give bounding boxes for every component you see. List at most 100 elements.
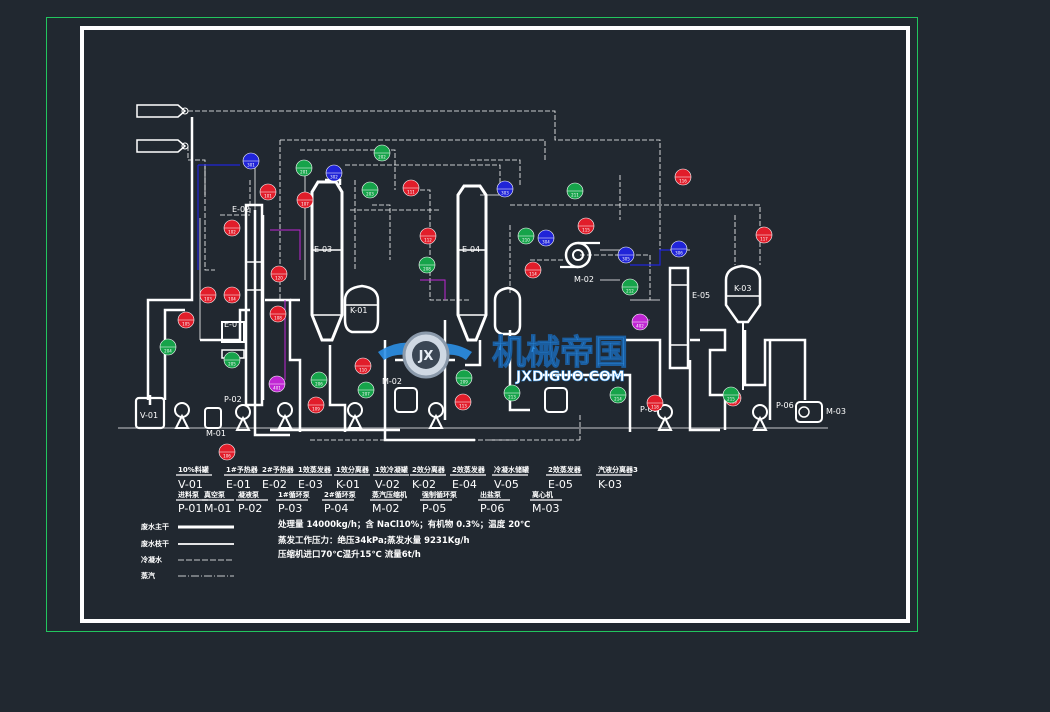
separator-k02 (493, 286, 522, 336)
equipment-name: 1#循环泵 (278, 490, 310, 499)
equipment-name: 10%料罐 (178, 465, 209, 474)
instrument-tag-text: 201 (300, 170, 308, 175)
instrument-tag-text: 107 (301, 202, 309, 207)
pump-p04 (347, 402, 363, 429)
red-instrument-bubble: 109 (307, 396, 325, 414)
equipment-code: P-04 (324, 502, 348, 515)
red-instrument-bubble: 118 (646, 394, 664, 412)
compressor-m02 (560, 241, 600, 269)
legend-label-main: 废水主干 (141, 522, 169, 531)
equipment-name: 1效蒸发器 (298, 465, 332, 474)
equipment-name: 1#予热器 (226, 465, 259, 474)
preheater-e02 (244, 203, 264, 407)
tag-e05-label: E-05 (692, 291, 710, 300)
equipment-code: M-03 (532, 502, 559, 515)
equipment-name: 真空泵 (204, 490, 225, 499)
instrument-tag-text: 116 (679, 179, 687, 184)
tank-v02 (394, 387, 418, 413)
instrument-tag-text: 206 (315, 382, 323, 387)
instrument-tag-text: 115 (582, 228, 590, 233)
equipment-code: E-05 (548, 478, 573, 491)
evaporator-e05 (668, 266, 690, 370)
process-notes: 处理量 14000kg/h；含 NaCl10%；有机物 0.3%；温度 20℃ … (277, 519, 530, 560)
instrument-tag-text: 109 (312, 407, 320, 412)
tag-p06-label: P-06 (640, 405, 658, 414)
watermark-badge: JX (418, 349, 434, 364)
instrument-tag-text: 110 (359, 368, 367, 373)
watermark-logo: JX 机械帝国 JXDIGUO.COM (378, 331, 629, 385)
tag-e02-label: E-02 (232, 205, 250, 214)
instrument-tag-text: 305 (622, 257, 630, 262)
equipment-name: 强制循环泵 (422, 490, 457, 499)
green-instrument-bubble: 215 (722, 386, 740, 404)
instrument-tag-text: 402 (636, 324, 644, 329)
red-instrument-bubble: 105 (177, 311, 195, 329)
red-instrument-bubble: 113 (454, 393, 472, 411)
watermark-en: JXDIGUO.COM (515, 369, 625, 385)
green-instrument-bubble: 214 (609, 386, 627, 404)
outer-frame (46, 17, 918, 632)
tag-v01-label: V-01 (140, 411, 158, 420)
blue-instrument-bubble: 301 (242, 152, 260, 170)
red-instrument-bubble: 114 (524, 261, 542, 279)
tag-m03-label: M-03 (826, 407, 846, 416)
instrument-tag-text: 103 (204, 297, 212, 302)
instrument-tag-text: 304 (542, 240, 550, 245)
pump-p05 (428, 402, 444, 429)
note-line-2: 蒸发工作压力：绝压34kPa;蒸发水量 9231Kg/h (278, 535, 470, 546)
legend-label-steam: 蒸汽 (141, 571, 155, 580)
pump-p07 (752, 404, 768, 431)
equipment-name: 凝液泵 (238, 490, 259, 499)
watermark-cn: 机械帝国 (492, 333, 628, 373)
instrument-tag-text: 205 (228, 362, 236, 367)
equipment-name: 1效分离器 (336, 465, 370, 474)
tag-p07-label: P-06 (776, 401, 794, 410)
red-instrument-bubble: 107 (296, 191, 314, 209)
instrument-tag-text: 207 (362, 392, 370, 397)
pump-p06 (657, 404, 673, 431)
green-instrument-bubble: 205 (223, 351, 241, 369)
separator-k03 (724, 264, 762, 390)
equipment-table-cell: 凝液泵 P-02 (236, 490, 268, 515)
equipment (134, 104, 823, 431)
equipment-code: V-05 (494, 478, 519, 491)
feed-plug-e105 (136, 139, 189, 153)
red-instrument-bubble: 102 (223, 219, 241, 237)
tag-k03-label: K-03 (734, 284, 751, 293)
instrument-tag-text: 401 (273, 386, 281, 391)
red-instrument-bubble: 117 (755, 226, 773, 244)
tag-e03-label: E-03 (314, 245, 332, 254)
equipment-code: P-01 (178, 502, 202, 515)
equipment-table-cell: 10%料罐V-01 (176, 465, 212, 491)
tag-p02-label: P-02 (224, 395, 242, 404)
note-line-3: 压缩机进口70℃温升15℃ 流量6t/h (278, 549, 421, 560)
equipment-code: P-06 (480, 502, 504, 515)
feed-plug-pump (136, 104, 189, 118)
preheater-e01 (221, 321, 245, 343)
green-instrument-bubble: 201 (295, 159, 313, 177)
equipment-tag-labels: E-02 E-0 E-03 K-01 M-02 E-04 M-02 E-05 K… (140, 205, 846, 438)
feed-label-pump: 进料泵 (140, 108, 158, 116)
red-instrument-bubble: 112 (419, 227, 437, 245)
instrument-tag-text: 210 (522, 238, 530, 243)
equipment-code: P-02 (238, 502, 262, 515)
instrument-tag-text: 302 (330, 175, 338, 180)
evaporator-e04 (456, 184, 488, 342)
green-instrument-bubble: 207 (357, 381, 375, 399)
equipment-name: 1效冷凝罐 (375, 465, 408, 474)
equipment-name: 离心机 (532, 490, 553, 499)
blue-instrument-bubble: 302 (325, 164, 343, 182)
equipment-name: 2#循环泵 (324, 490, 356, 499)
equipment-name: 2效分离器 (412, 465, 446, 474)
instrument-tag-text: 102 (228, 230, 236, 235)
red-instrument-bubble: 120 (270, 265, 288, 283)
instrument-tag-text: 118 (651, 405, 659, 410)
